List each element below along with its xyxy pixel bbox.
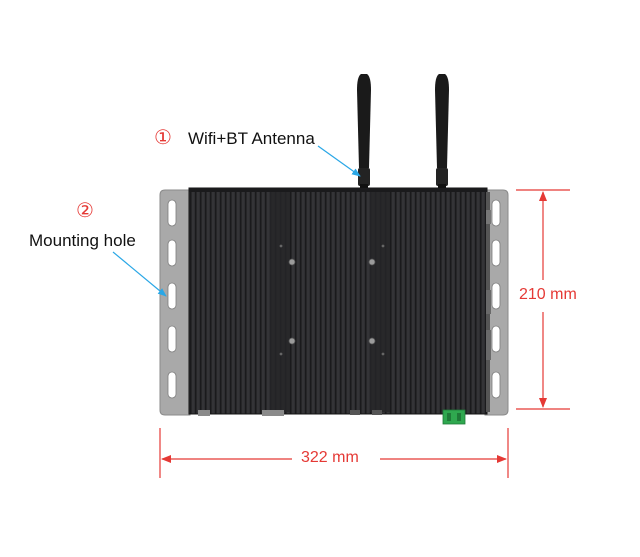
callout-label-mounting-hole: Mounting hole — [29, 231, 136, 250]
power-terminal — [442, 409, 466, 425]
callout-label-antenna: Wifi+BT Antenna — [188, 129, 315, 148]
height-dimension-line — [516, 189, 570, 410]
height-dimension-label: 210 mm — [515, 286, 581, 304]
antenna-right — [435, 74, 449, 190]
chassis — [188, 187, 491, 416]
antenna-leader-line — [317, 145, 361, 177]
mounting-bracket-left — [159, 189, 191, 416]
antenna-left — [357, 74, 371, 190]
mounting-hole-leader-line — [112, 251, 167, 297]
callout-number-2: ② — [76, 200, 94, 222]
callout-number-1: ① — [154, 127, 172, 149]
width-dimension-label: 322 mm — [297, 449, 363, 467]
width-dimension-line — [159, 428, 509, 478]
